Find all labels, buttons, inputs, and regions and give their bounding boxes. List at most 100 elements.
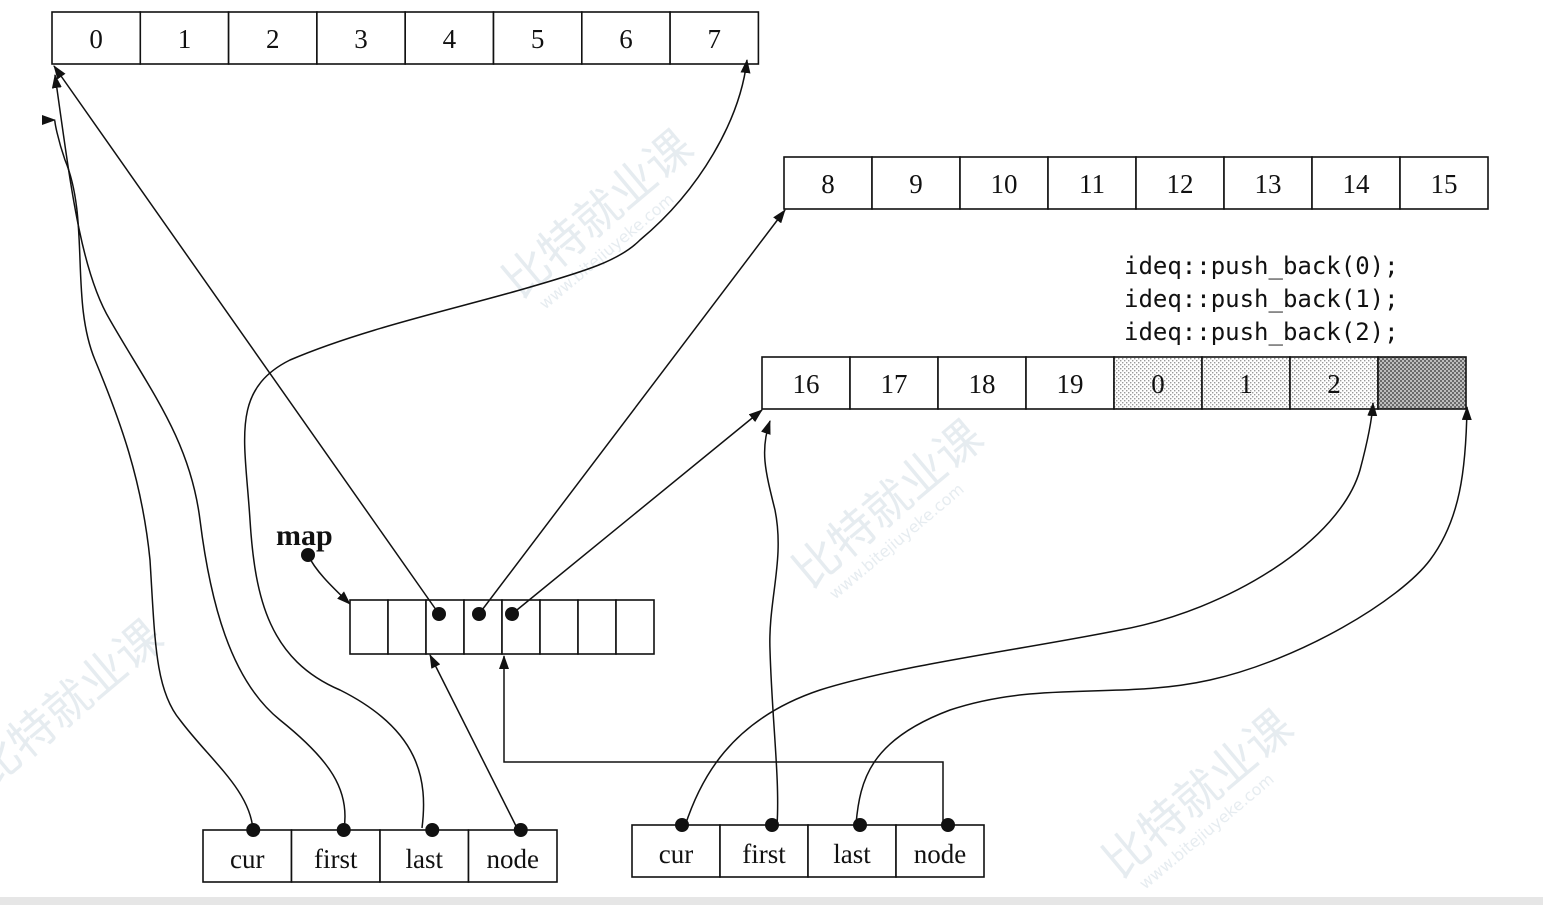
buffer-cell-label: 1 xyxy=(178,24,192,54)
buffer-cell-label: 6 xyxy=(619,24,633,54)
iterator-field-box xyxy=(379,829,470,883)
iterator-field-dot xyxy=(513,823,528,837)
watermark-layer: 比特就业课 www.bitejiuyeke.com 比特就业课 www.bite… xyxy=(0,119,1303,893)
finish-iterator: cur first last node xyxy=(631,818,985,878)
buffer-cell xyxy=(849,356,939,410)
iterator-field-label: node xyxy=(914,839,967,869)
buffer-cell-label: 1 xyxy=(1239,369,1253,399)
buffer-cell xyxy=(404,11,495,65)
map-slot-a-wire xyxy=(53,65,440,615)
iterator-field-box xyxy=(807,824,897,878)
map-slot-c-wire xyxy=(511,409,763,615)
code-block: ideq::push_back(0); ideq::push_back(1); … xyxy=(1124,252,1399,346)
buffer-cell-label: 0 xyxy=(89,24,103,54)
iterator-field-box xyxy=(467,829,558,883)
buffer-cell xyxy=(669,11,760,65)
buffer-cell xyxy=(1311,156,1401,210)
code-line-3: ideq::push_back(2); xyxy=(1124,318,1399,346)
iterator-field-dot xyxy=(425,823,440,837)
buffer-cell-label: 4 xyxy=(443,24,457,54)
buffer-cell xyxy=(1201,356,1291,410)
map-slot-dot xyxy=(505,607,519,621)
finish-node-wire xyxy=(499,655,944,823)
buffer-cell-label: 3 xyxy=(354,24,368,54)
buffer-cell xyxy=(1399,156,1489,210)
start-node-wire xyxy=(429,654,518,829)
buffer-cell xyxy=(316,11,406,65)
iterator-field-dot xyxy=(941,818,955,832)
start-first-wire xyxy=(51,74,346,830)
map-array xyxy=(349,599,655,655)
map-slot xyxy=(539,599,579,655)
iterator-field-label: first xyxy=(314,844,358,874)
buffer-cell xyxy=(761,356,851,410)
watermark-text: 比特就业课 xyxy=(0,609,173,798)
map-slot xyxy=(615,599,655,655)
watermark-text: 比特就业课 xyxy=(782,409,993,598)
map-pointer-dot xyxy=(301,548,315,562)
code-line-2: ideq::push_back(1); xyxy=(1124,285,1399,313)
iterator-field-label: last xyxy=(406,844,444,874)
buffer-cell-label: 13 xyxy=(1255,169,1282,199)
buffer-cell xyxy=(871,156,961,210)
buffer-b: 8 9 10 11 12 13 14 15 xyxy=(783,156,1489,210)
map-slot xyxy=(577,599,617,655)
buffer-cell-label: 2 xyxy=(266,24,280,54)
iterator-field-box xyxy=(895,824,985,878)
buffer-cell-label: 19 xyxy=(1057,369,1084,399)
watermark-text: 比特就业课 xyxy=(492,119,703,308)
buffer-cell xyxy=(1289,356,1379,410)
map-slot xyxy=(501,599,541,655)
iterator-field-label: cur xyxy=(659,839,693,869)
iterator-field-dot xyxy=(246,823,261,837)
finish-last-wire xyxy=(855,406,1472,825)
buffer-cell-label: 5 xyxy=(531,24,545,54)
iterator-field-label: last xyxy=(833,839,871,869)
iterator-field-dot xyxy=(336,823,351,837)
wires-layer xyxy=(41,59,1472,831)
map-slot-dots xyxy=(432,607,519,621)
buffer-cell-label: 2 xyxy=(1327,369,1341,399)
map-slot xyxy=(425,599,465,655)
buffer-cell xyxy=(1377,356,1467,410)
map-slot-b-wire xyxy=(478,209,786,615)
start-last-wire xyxy=(243,59,751,829)
buffer-cell-label: 9 xyxy=(909,169,923,199)
buffer-cell-label: 10 xyxy=(991,169,1018,199)
buffer-cell-label: 8 xyxy=(821,169,835,199)
buffer-cell xyxy=(227,11,318,65)
iterator-field-box xyxy=(290,829,381,883)
buffer-cell xyxy=(1135,156,1225,210)
map-label: map xyxy=(276,519,333,552)
bottom-scroll-strip xyxy=(0,897,1543,905)
iterator-field-box xyxy=(631,824,721,878)
buffer-cell xyxy=(959,156,1049,210)
finish-cur-wire xyxy=(684,402,1378,827)
buffer-cell-label: 17 xyxy=(881,369,908,399)
map-pointer-wire xyxy=(307,554,351,605)
code-line-1: ideq::push_back(0); xyxy=(1124,252,1399,280)
buffer-cell xyxy=(1113,356,1203,410)
iterator-field-dot xyxy=(853,818,867,832)
iterator-field-box xyxy=(719,824,809,878)
watermark-text: 比特就业课 xyxy=(1092,699,1303,888)
buffer-cell xyxy=(783,156,873,210)
buffer-cell-label: 14 xyxy=(1343,169,1371,199)
iterator-field-dot xyxy=(675,818,689,832)
buffer-cell-label: 15 xyxy=(1431,169,1458,199)
buffer-cell-label: 11 xyxy=(1079,169,1105,199)
map-slot xyxy=(349,599,389,655)
buffer-cell-label: 12 xyxy=(1167,169,1194,199)
buffer-cell xyxy=(580,11,671,65)
map-slot-dot xyxy=(432,607,446,621)
buffer-cell xyxy=(139,11,230,65)
map-slot xyxy=(387,599,427,655)
iterator-field-label: first xyxy=(742,839,786,869)
map-slot-dot xyxy=(472,607,486,621)
